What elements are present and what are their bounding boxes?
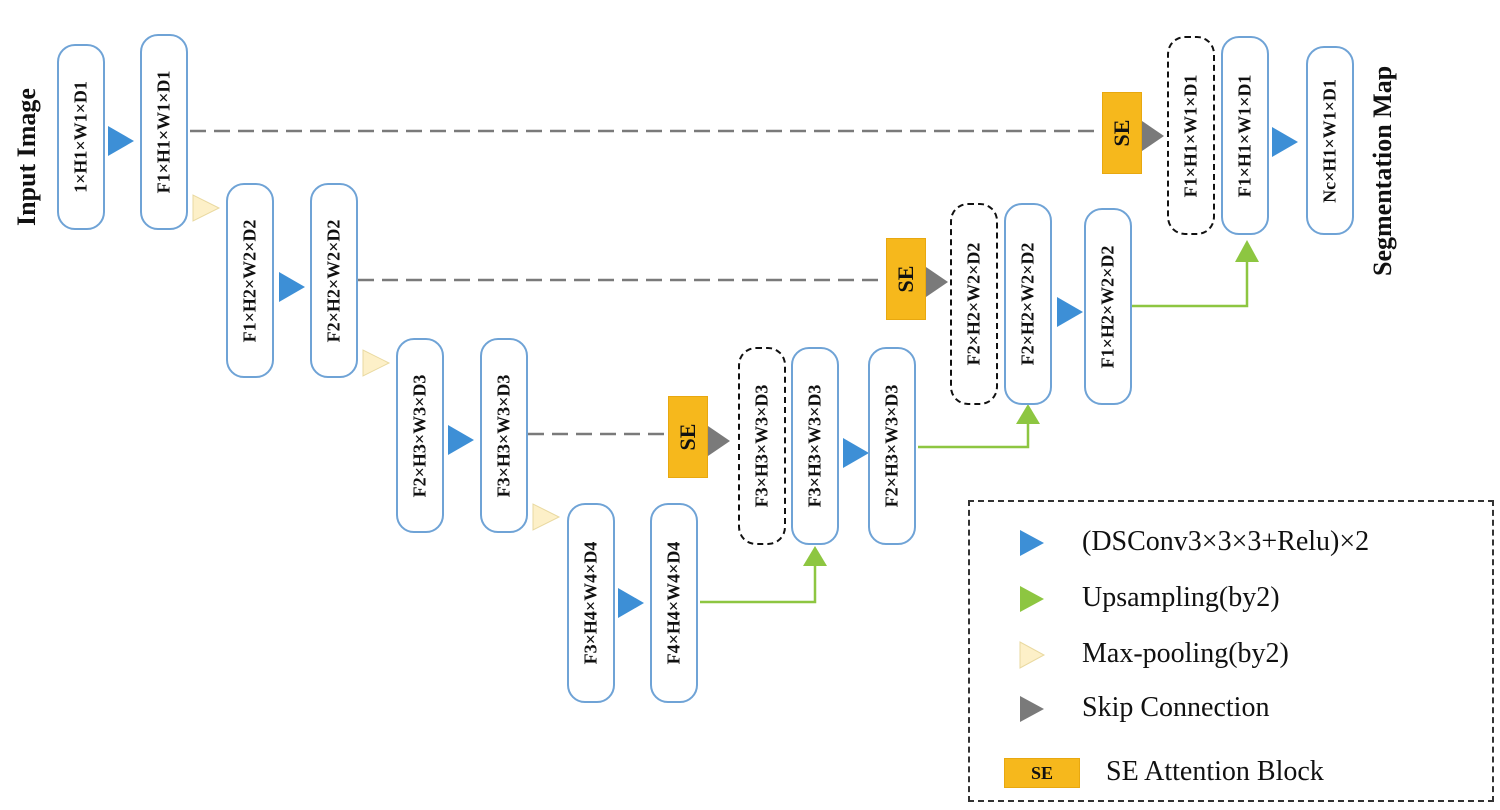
maxpool-arrow-icon (362, 349, 391, 377)
encoder-level3-in-block: F2×H3×W3×D3 (396, 338, 444, 533)
block-label: F1×H2×W2×D2 (1097, 245, 1118, 368)
conv-arrow-icon (1057, 297, 1083, 327)
segmentation-map-title: Segmentation Map (1368, 65, 1397, 276)
encoder-level2-in-block: F1×H2×W2×D2 (226, 183, 274, 378)
encoder-level1-block: F1×H1×W1×D1 (140, 34, 188, 230)
conv-arrow-icon (1020, 530, 1044, 556)
maxpool-arrow-icon (1019, 641, 1046, 669)
upsample-line-3 (1132, 256, 1249, 308)
encoder-level2-block: F2×H2×W2×D2 (310, 183, 358, 378)
block-label: F2×H2×W2×D2 (1017, 242, 1038, 366)
bottleneck-block: F4×H4×W4×D4 (650, 503, 698, 703)
conv-arrow-icon (1272, 127, 1298, 157)
decoder3-upsampled-block: F3×H3×W3×D3 (791, 347, 839, 545)
bottleneck-in-block: F3×H4×W4×D4 (567, 503, 615, 703)
decoder2-output-block: F1×H2×W2×D2 (1084, 208, 1132, 405)
conv-arrow-icon (279, 272, 305, 302)
conv-arrow-icon (843, 438, 869, 468)
se-block-level3: SE (668, 396, 708, 478)
legend-row-maxpool: Max-pooling(by2) (970, 634, 1492, 674)
block-label: F3×H3×W3×D3 (493, 374, 514, 497)
upsample-line-1 (700, 560, 817, 604)
legend-upsampling-text: Upsampling(by2) (1082, 582, 1280, 613)
decoder1-upsampled-block: F1×H1×W1×D1 (1221, 36, 1269, 235)
block-label: Nc×H1×W1×D1 (1319, 78, 1340, 203)
conv-arrow-icon (618, 588, 644, 618)
decoder1-skip-block: F1×H1×W1×D1 (1167, 36, 1215, 235)
decoder3-output-block: F2×H3×W3×D3 (868, 347, 916, 545)
se-label: SE (893, 265, 918, 293)
block-label: F1×H1×W1×D1 (1180, 74, 1201, 197)
block-label: F3×H3×W3×D3 (751, 384, 772, 508)
legend-row-upsampling: Upsampling(by2) (970, 578, 1492, 618)
se-block-level1: SE (1102, 92, 1142, 174)
legend: (DSConv3×3×3+Relu)×2 Upsampling(by2) Max… (968, 500, 1494, 802)
skip-arrow-icon (926, 267, 948, 297)
se-badge-icon: SE (1004, 758, 1080, 788)
block-label: F1×H2×W2×D2 (239, 219, 260, 342)
block-label: F3×H3×W3×D3 (804, 384, 825, 508)
decoder2-skip-block: F2×H2×W2×D2 (950, 203, 998, 405)
block-label: F1×H1×W1×D1 (153, 70, 174, 194)
legend-se-text: SE Attention Block (1106, 756, 1324, 787)
block-label: F2×H2×W2×D2 (323, 219, 344, 342)
legend-skip-text: Skip Connection (1082, 692, 1270, 723)
skip-arrow-icon (708, 426, 730, 456)
input-image-title: Input Image (12, 88, 41, 226)
upsample-arrow-icon (1235, 240, 1259, 262)
legend-row-skip: Skip Connection (970, 688, 1492, 728)
block-label: F2×H3×W3×D3 (409, 374, 430, 497)
block-label: F3×H4×W4×D4 (580, 541, 601, 665)
skip-arrow-icon (1020, 696, 1044, 722)
legend-row-conv: (DSConv3×3×3+Relu)×2 (970, 522, 1492, 562)
legend-conv-text: (DSConv3×3×3+Relu)×2 (1082, 526, 1370, 557)
upsample-arrow-icon (803, 546, 827, 566)
skip-arrow-icon (1142, 121, 1164, 151)
maxpool-arrow-icon (192, 194, 221, 222)
encoder-level3-block: F3×H3×W3×D3 (480, 338, 528, 533)
se-block-level2: SE (886, 238, 926, 320)
upsample-line-2 (918, 420, 1030, 449)
block-label: F2×H2×W2×D2 (963, 242, 984, 366)
legend-row-se: SE SE Attention Block (970, 752, 1492, 792)
block-label: F4×H4×W4×D4 (663, 541, 684, 665)
se-label: SE (675, 423, 700, 451)
output-block: Nc×H1×W1×D1 (1306, 46, 1354, 235)
decoder3-skip-block: F3×H3×W3×D3 (738, 347, 786, 545)
block-label: F1×H1×W1×D1 (1234, 74, 1255, 197)
decoder2-upsampled-block: F2×H2×W2×D2 (1004, 203, 1052, 405)
upsample-arrow-icon (1016, 404, 1040, 424)
se-label: SE (1109, 119, 1134, 147)
input-block: 1×H1×W1×D1 (57, 44, 105, 230)
conv-arrow-icon (448, 425, 474, 455)
conv-arrow-icon (108, 126, 134, 156)
legend-maxpool-text: Max-pooling(by2) (1082, 638, 1289, 669)
maxpool-arrow-icon (532, 503, 561, 531)
block-label: F2×H3×W3×D3 (881, 384, 902, 508)
upsample-arrow-icon (1020, 586, 1044, 612)
block-label: 1×H1×W1×D1 (70, 81, 91, 193)
